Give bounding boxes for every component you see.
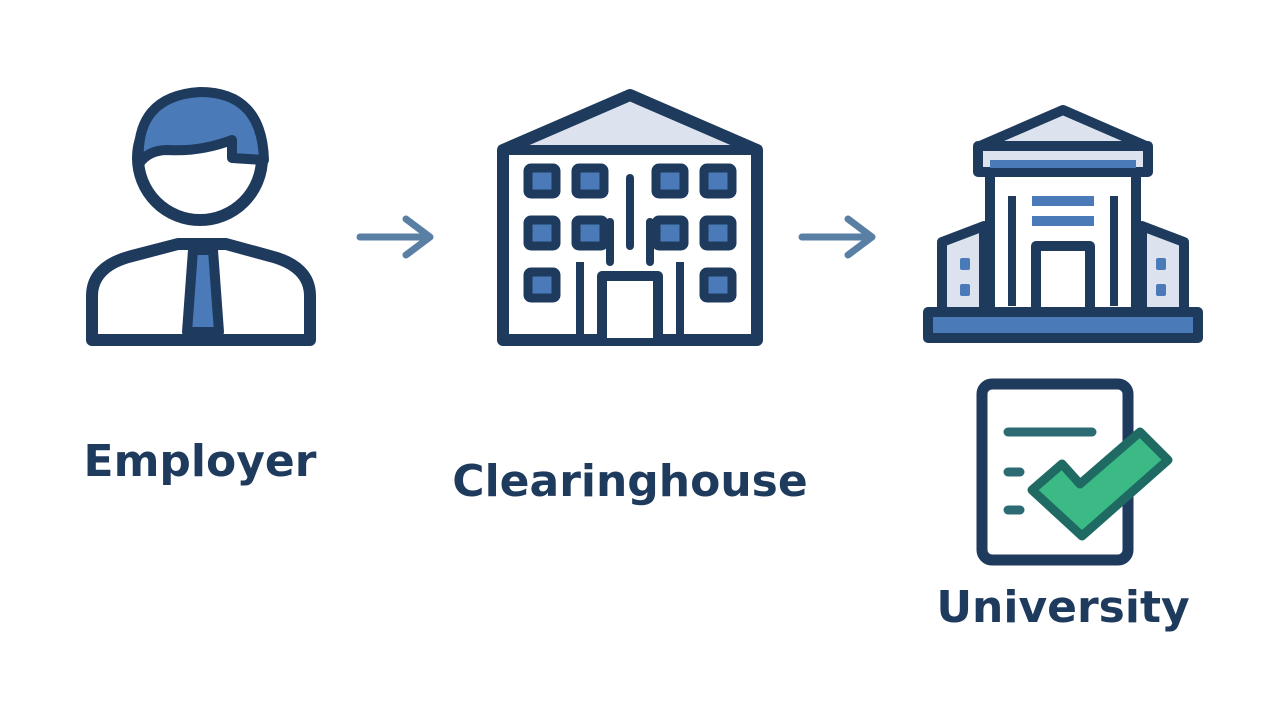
verified-document-icon	[976, 378, 1173, 566]
arrow-right-icon	[356, 215, 434, 259]
employer-node: Employer	[84, 87, 317, 487]
university-label: University	[936, 582, 1189, 633]
university-building-icon	[923, 105, 1203, 343]
arrow-right-icon	[798, 215, 876, 259]
university-node: University	[923, 105, 1203, 633]
employer-label: Employer	[84, 436, 317, 487]
clearinghouse-node: Clearinghouse	[452, 89, 808, 507]
arrow-employer-to-clearinghouse	[356, 215, 434, 259]
office-building-icon	[497, 89, 763, 346]
clearinghouse-label: Clearinghouse	[452, 456, 807, 507]
arrow-clearinghouse-to-university	[798, 215, 876, 259]
person-icon	[86, 87, 316, 346]
